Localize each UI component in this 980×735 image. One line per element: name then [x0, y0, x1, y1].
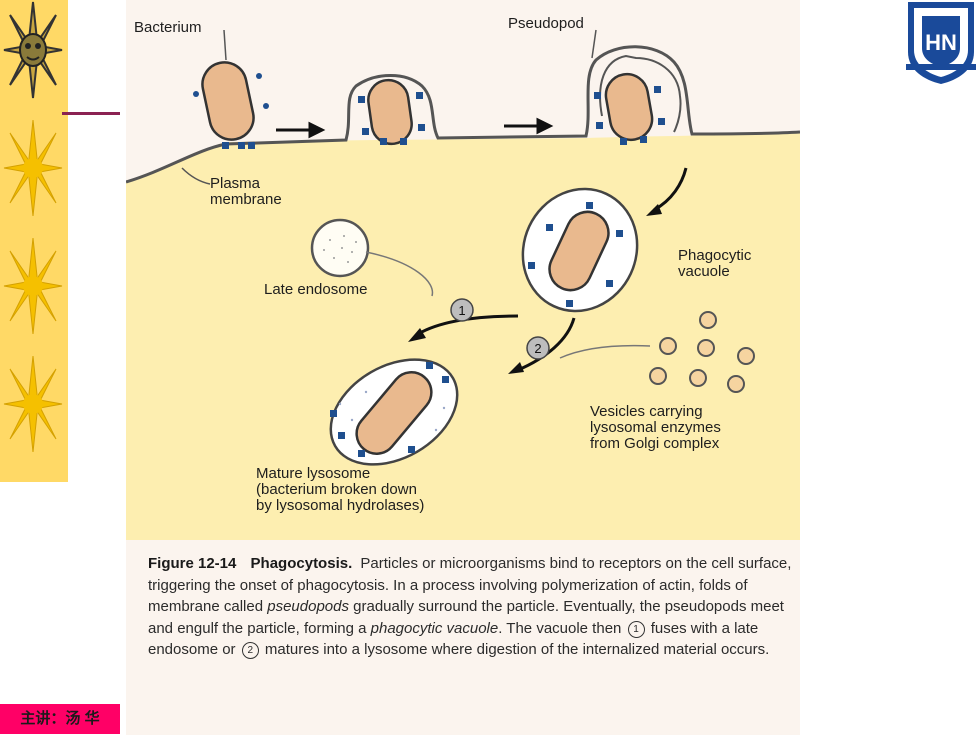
- bacterium: [367, 78, 413, 146]
- receptors: [594, 86, 665, 145]
- decorative-strip: [0, 0, 68, 482]
- plasma-membrane: [126, 45, 800, 184]
- bacterium: [548, 210, 610, 292]
- caption-term-phagocytic-vacuole: phagocytic vacuole: [370, 619, 499, 637]
- caption-text: matures into a lysosome where digestion …: [260, 641, 770, 659]
- step-1-label: 1: [458, 303, 465, 318]
- caption-text: . The vacuole then: [498, 619, 626, 637]
- phagocytosis-diagram: 1 2: [126, 29, 800, 540]
- pseudopod-fold: [599, 54, 682, 133]
- sun-icon: [3, 119, 63, 217]
- step-1-marker: [450, 298, 474, 322]
- step-2-label: 2: [534, 341, 541, 356]
- title-underline: [62, 112, 120, 115]
- arrow-step-2: [517, 317, 576, 372]
- figure-caption: Figure 12-14 Phagocytosis. Particles or …: [148, 553, 798, 661]
- caption-text: gradually surround the particle. Eventua…: [148, 598, 784, 637]
- caption-term-pseudopods: pseudopods: [267, 598, 349, 616]
- receptors: [193, 73, 269, 149]
- caption-text: Particles or microorganisms bind to rece…: [148, 555, 792, 616]
- label-pseudopod: Pseudopod: [508, 15, 584, 32]
- label-plasma-membrane: Plasma membrane: [210, 175, 282, 208]
- receptors: [330, 362, 449, 457]
- receptors: [528, 202, 623, 307]
- label-bacterium: Bacterium: [134, 19, 202, 36]
- progression-arrows: [276, 117, 554, 139]
- sun-icon: [3, 1, 63, 99]
- label-vesicles: Vesicles carrying lysosomal enzymes from…: [590, 403, 721, 452]
- bacterium: [604, 72, 654, 142]
- late-endosome: [310, 218, 370, 278]
- sun-icon: [3, 355, 63, 453]
- golgi-vesicles: [649, 311, 755, 393]
- caption-step-2: 2: [241, 642, 259, 660]
- bacterium: [355, 371, 433, 455]
- sun-icon: [3, 237, 63, 335]
- caption-text: fuses with a late endosome or: [148, 619, 759, 659]
- figure-number: Figure 12-14: [148, 555, 237, 572]
- university-logo-icon: HN: [902, 0, 980, 86]
- caption-step-1: 1: [627, 620, 645, 638]
- bacterium: [201, 61, 255, 141]
- label-mature-lysosome: Mature lysosome (bacterium broken down b…: [256, 465, 425, 514]
- figure-title: Phagocytosis.: [250, 555, 353, 572]
- step-2-marker: [526, 336, 550, 360]
- label-late-endosome: Late endosome: [264, 281, 368, 298]
- phagocytosis-figure: 1 2 Bacterium Pseudopod Plasma membrane …: [126, 0, 800, 735]
- label-phagocytic-vacuole: Phagocytic vacuole: [678, 247, 752, 280]
- receptors: [358, 92, 425, 145]
- logo-letters: HN: [925, 30, 957, 55]
- lecturer-tag: 主讲：汤 华: [0, 704, 120, 734]
